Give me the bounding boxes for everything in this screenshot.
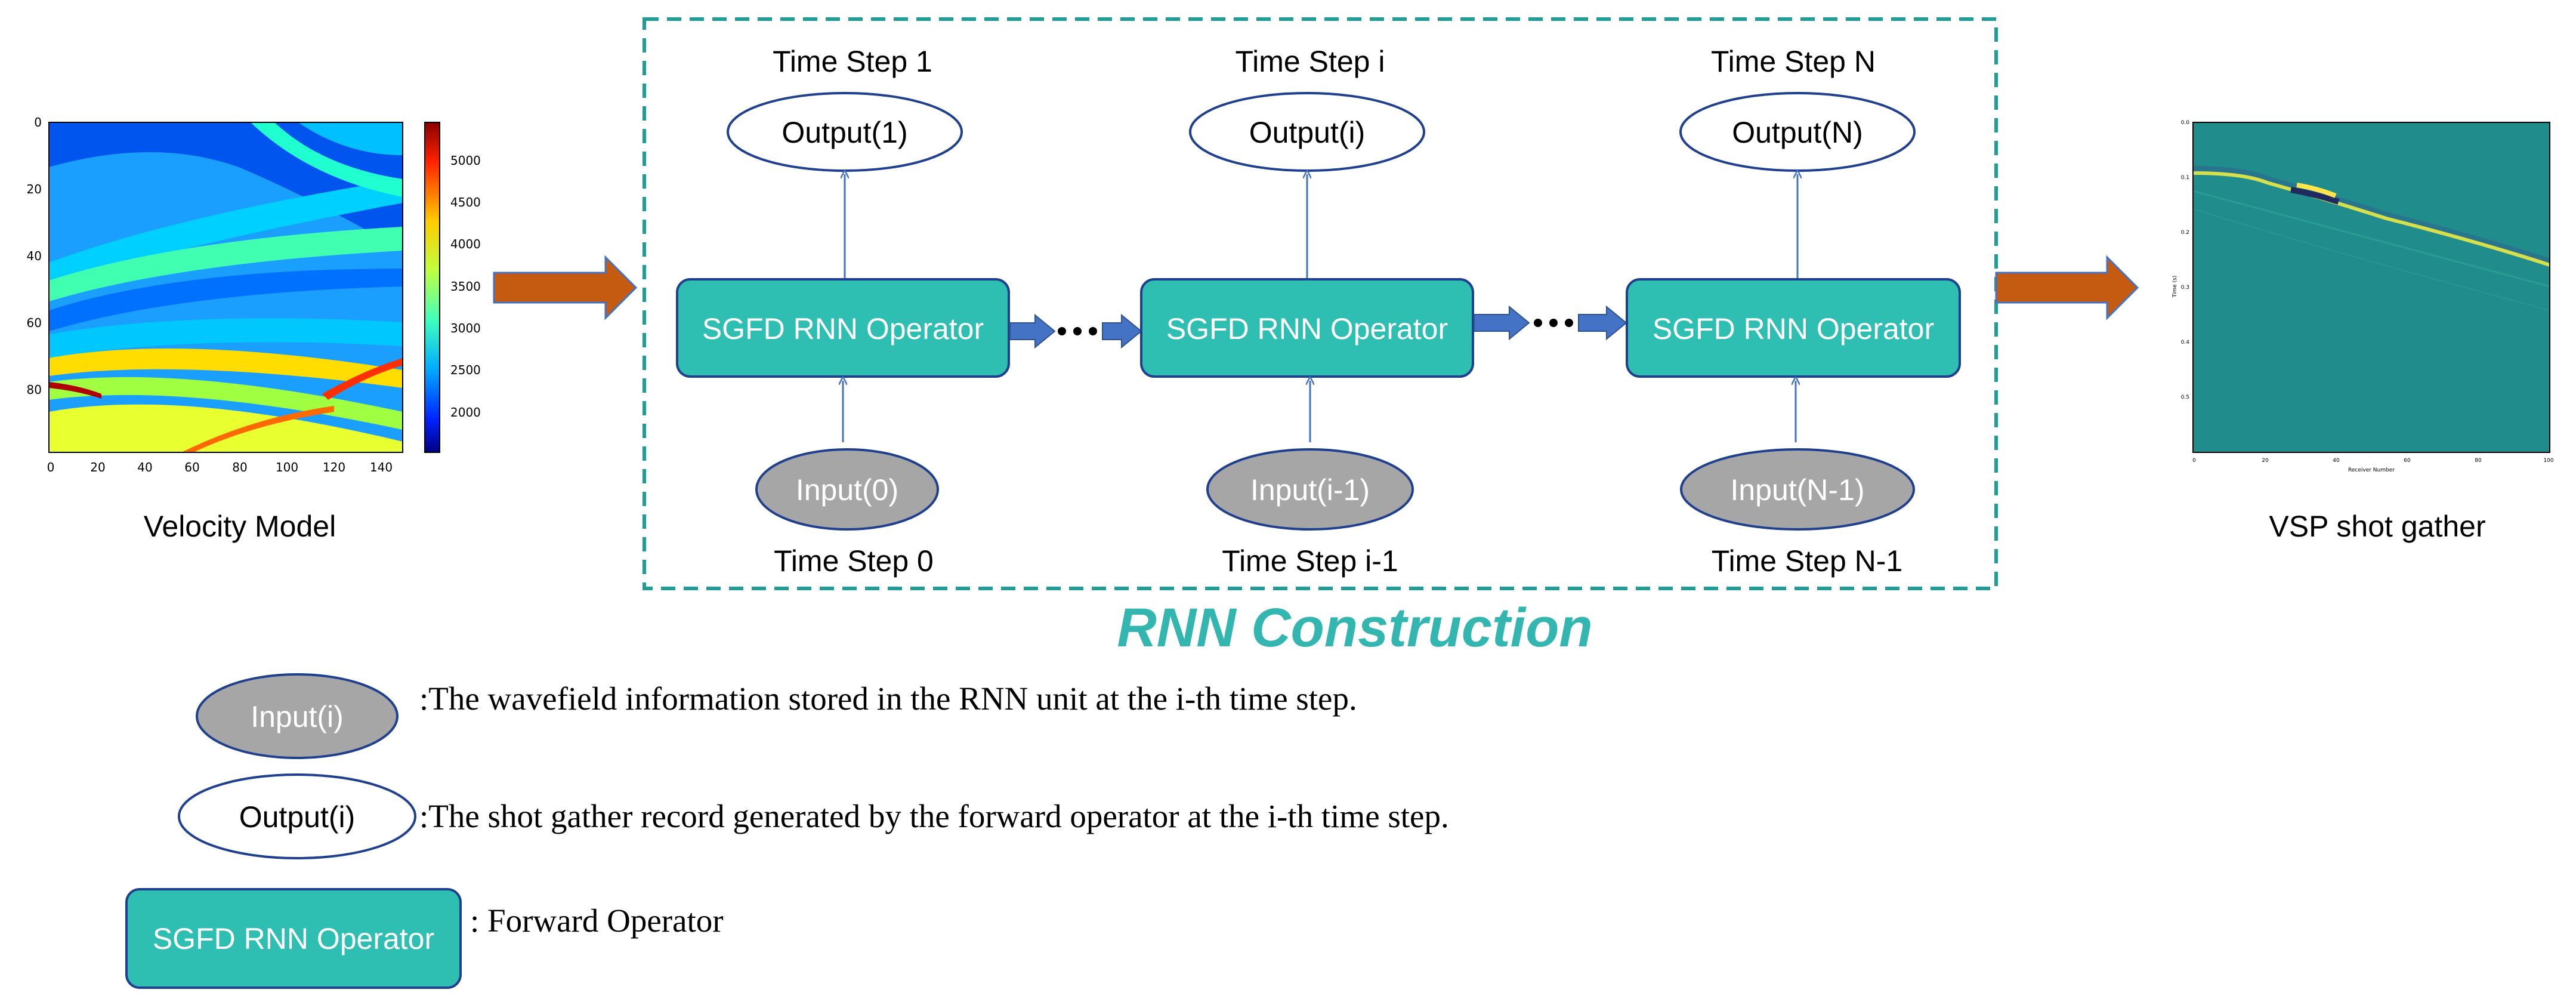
ellipsis-dot <box>1549 319 1558 327</box>
sg-xtick: 100 <box>2543 458 2553 464</box>
shot-gather-panel: 0.0 0.1 0.2 0.3 0.4 0.5 0 20 40 60 80 10… <box>2172 120 2554 543</box>
vm-xtick: 120 <box>323 460 345 474</box>
ellipsis-dot <box>1089 327 1097 335</box>
orange-arrow-right <box>1995 255 2139 320</box>
vm-xtick: 0 <box>47 460 55 474</box>
ellipsis-dot <box>1534 319 1542 327</box>
vm-xtick: 60 <box>184 460 199 474</box>
sg-xtick: 0 <box>2192 458 2196 464</box>
sg-xtick: 40 <box>2333 458 2340 464</box>
rnn-construction-frame <box>643 17 1998 590</box>
rnn-construction-title: RNN Construction <box>1117 597 1592 658</box>
rnn-unit-1: Time Step 1 Output(1) SGFD RNN Operator … <box>676 45 1010 578</box>
velocity-model-panel: 0 20 40 60 80 0 20 40 60 80 100 120 140 … <box>27 115 481 543</box>
shot-gather-x-axis: 0 20 40 60 80 100 <box>2192 458 2554 464</box>
legend-output-node <box>178 773 416 859</box>
velocity-model-caption: Velocity Model <box>144 510 336 543</box>
sgfd-rnn-operator-label: SGFD RNN Operator <box>1166 312 1448 346</box>
legend-output-desc: :The shot gather record generated by the… <box>419 798 1449 834</box>
blue-arrow <box>1102 313 1142 349</box>
vm-ytick: 80 <box>27 383 42 397</box>
vm-ytick: 20 <box>27 182 42 196</box>
shot-gather-xlabel: Receiver Number <box>2348 467 2395 473</box>
velocity-model-image <box>49 122 403 452</box>
input-node-label: Input(i-1) <box>1250 473 1370 507</box>
legend-operator-desc: : Forward Operator <box>470 902 724 939</box>
vm-xtick: 140 <box>370 460 393 474</box>
time-step-label: Time Step i-1 <box>1222 544 1398 578</box>
legend-input-node <box>196 673 399 759</box>
sgfd-rnn-operator-label: SGFD RNN Operator <box>702 312 984 346</box>
ellipsis-dot <box>1058 327 1066 335</box>
vm-xtick: 100 <box>276 460 298 474</box>
cbar-tick: 4500 <box>450 195 481 209</box>
legend-input-desc: :The wavefield information stored in the… <box>419 680 1357 717</box>
cbar-tick: 3000 <box>450 321 481 335</box>
sg-xtick: 80 <box>2475 458 2482 464</box>
cbar-tick: 5000 <box>450 153 481 168</box>
vm-xtick: 40 <box>137 460 152 474</box>
sg-xtick: 20 <box>2262 458 2269 464</box>
vm-ytick: 0 <box>34 115 42 130</box>
sg-ytick: 0.5 <box>2181 394 2189 400</box>
velocity-y-axis: 0 20 40 60 80 <box>27 115 42 397</box>
input-node <box>1680 448 1915 531</box>
ellipsis-dot <box>1073 327 1082 335</box>
output-node-label: Output(i) <box>1249 116 1366 149</box>
output-node-label: Output(1) <box>782 116 907 149</box>
sgfd-rnn-operator-label: SGFD RNN Operator <box>1653 312 1934 346</box>
shot-gather-ylabel: Time (s) <box>2172 276 2178 298</box>
cbar-tick: 2500 <box>450 363 481 377</box>
blue-arrow <box>1474 305 1530 341</box>
sg-xtick: 60 <box>2404 458 2411 464</box>
legend-operator-label: SGFD RNN Operator <box>153 922 434 955</box>
sg-ytick: 0.4 <box>2181 340 2190 346</box>
velocity-x-axis: 0 20 40 60 80 100 120 140 <box>47 460 393 474</box>
vm-ytick: 60 <box>27 316 42 330</box>
input-node <box>755 448 939 531</box>
input-node <box>1206 448 1414 531</box>
cbar-tick: 2000 <box>450 405 481 420</box>
ellipsis-dot <box>1565 319 1573 327</box>
connector-2-3 <box>1474 305 1627 341</box>
rnn-unit-3: Time Step N Output(N) SGFD RNN Operator … <box>1626 45 1961 578</box>
sg-ytick: 0.3 <box>2181 285 2189 291</box>
time-step-label: Time Step N-1 <box>1712 544 1902 578</box>
input-node-label: Input(N-1) <box>1730 473 1864 507</box>
vm-xtick: 80 <box>232 460 247 474</box>
shot-gather-image <box>2193 122 2550 452</box>
sg-ytick: 0.2 <box>2181 230 2189 236</box>
connector-1-2 <box>1009 313 1142 349</box>
vm-xtick: 20 <box>90 460 105 474</box>
time-step-label: Time Step 1 <box>773 45 932 78</box>
cbar-tick: 4000 <box>450 237 481 251</box>
colorbar-ticks: 5000 4500 4000 3500 3000 2500 2000 <box>450 153 481 420</box>
rnn-unit-2: Time Step i Output(i) SGFD RNN Operator … <box>1140 45 1474 578</box>
time-step-label: Time Step 0 <box>774 544 934 578</box>
input-node-label: Input(0) <box>796 473 898 507</box>
legend: Input(i) :The wavefield information stor… <box>125 673 1449 989</box>
orange-arrow-left <box>493 255 638 320</box>
time-step-label: Time Step N <box>1711 45 1876 78</box>
legend-operator-node <box>125 888 462 989</box>
time-step-label: Time Step i <box>1235 45 1385 78</box>
shot-gather-y-axis: 0.0 0.1 0.2 0.3 0.4 0.5 <box>2181 120 2190 400</box>
legend-output-label: Output(i) <box>239 800 356 834</box>
shot-gather-caption: VSP shot gather <box>2269 510 2485 543</box>
output-node-label: Output(N) <box>1732 116 1863 149</box>
blue-arrow <box>1578 305 1627 341</box>
sg-ytick: 0.0 <box>2181 120 2190 126</box>
velocity-colorbar <box>424 122 440 453</box>
sg-ytick: 0.1 <box>2181 175 2189 181</box>
blue-arrow <box>1009 313 1056 349</box>
legend-input-label: Input(i) <box>251 700 344 733</box>
vm-ytick: 40 <box>27 249 42 263</box>
cbar-tick: 3500 <box>450 279 481 294</box>
